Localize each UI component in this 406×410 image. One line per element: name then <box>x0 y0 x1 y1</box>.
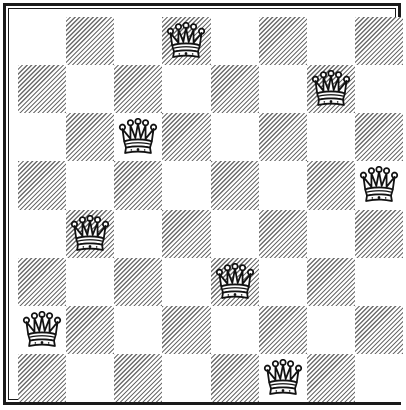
board-square[interactable] <box>18 65 66 113</box>
white-queen-piece[interactable] <box>311 70 351 108</box>
board-square[interactable] <box>18 306 66 354</box>
board-square[interactable] <box>307 65 355 113</box>
board-square[interactable] <box>66 306 114 354</box>
board-square[interactable] <box>66 210 114 258</box>
board-square[interactable] <box>162 210 210 258</box>
board-square[interactable] <box>114 113 162 161</box>
white-queen-piece[interactable] <box>166 22 206 60</box>
board-square[interactable] <box>355 306 403 354</box>
board-square[interactable] <box>211 65 259 113</box>
board-square[interactable] <box>259 17 307 65</box>
board-square[interactable] <box>114 210 162 258</box>
board-square[interactable] <box>211 306 259 354</box>
board-square[interactable] <box>162 306 210 354</box>
board-square[interactable] <box>307 210 355 258</box>
chess-board <box>18 17 403 402</box>
white-queen-piece[interactable] <box>215 263 255 301</box>
board-square[interactable] <box>66 113 114 161</box>
queen-icon <box>311 70 351 108</box>
board-square[interactable] <box>307 161 355 209</box>
board-square[interactable] <box>259 258 307 306</box>
board-square[interactable] <box>211 17 259 65</box>
board-square[interactable] <box>18 161 66 209</box>
board-square[interactable] <box>211 210 259 258</box>
board-square[interactable] <box>114 161 162 209</box>
board-square[interactable] <box>162 113 210 161</box>
board-square[interactable] <box>18 258 66 306</box>
board-square[interactable] <box>162 17 210 65</box>
board-square[interactable] <box>259 161 307 209</box>
board-square[interactable] <box>114 258 162 306</box>
board-square[interactable] <box>211 113 259 161</box>
board-square[interactable] <box>114 354 162 402</box>
board-square[interactable] <box>355 65 403 113</box>
board-square[interactable] <box>259 210 307 258</box>
board-square[interactable] <box>307 258 355 306</box>
board-square[interactable] <box>211 258 259 306</box>
board-square[interactable] <box>66 354 114 402</box>
board-square[interactable] <box>355 258 403 306</box>
board-square[interactable] <box>162 354 210 402</box>
board-square[interactable] <box>18 210 66 258</box>
board-square[interactable] <box>114 306 162 354</box>
board-square[interactable] <box>259 65 307 113</box>
queen-icon <box>70 215 110 253</box>
board-square[interactable] <box>18 17 66 65</box>
board-square[interactable] <box>162 65 210 113</box>
board-square[interactable] <box>162 161 210 209</box>
queen-icon <box>118 118 158 156</box>
board-square[interactable] <box>307 17 355 65</box>
white-queen-piece[interactable] <box>22 311 62 349</box>
board-square[interactable] <box>162 258 210 306</box>
board-square[interactable] <box>66 17 114 65</box>
board-square[interactable] <box>355 113 403 161</box>
board-square[interactable] <box>18 113 66 161</box>
queen-icon <box>359 166 399 204</box>
white-queen-piece[interactable] <box>359 166 399 204</box>
board-square[interactable] <box>18 354 66 402</box>
board-square[interactable] <box>355 210 403 258</box>
board-square[interactable] <box>259 113 307 161</box>
board-square[interactable] <box>211 161 259 209</box>
queen-icon <box>22 311 62 349</box>
board-square[interactable] <box>355 17 403 65</box>
queen-icon <box>166 22 206 60</box>
queen-icon <box>215 263 255 301</box>
board-square[interactable] <box>355 354 403 402</box>
board-square[interactable] <box>211 354 259 402</box>
board-square[interactable] <box>259 354 307 402</box>
white-queen-piece[interactable] <box>70 215 110 253</box>
board-square[interactable] <box>66 65 114 113</box>
board-square[interactable] <box>66 161 114 209</box>
queen-icon <box>263 359 303 397</box>
board-square[interactable] <box>66 258 114 306</box>
white-queen-piece[interactable] <box>118 118 158 156</box>
board-square[interactable] <box>307 113 355 161</box>
board-square[interactable] <box>307 354 355 402</box>
board-square[interactable] <box>114 65 162 113</box>
board-square[interactable] <box>355 161 403 209</box>
board-square[interactable] <box>114 17 162 65</box>
board-square[interactable] <box>307 306 355 354</box>
white-queen-piece[interactable] <box>263 359 303 397</box>
board-square[interactable] <box>259 306 307 354</box>
